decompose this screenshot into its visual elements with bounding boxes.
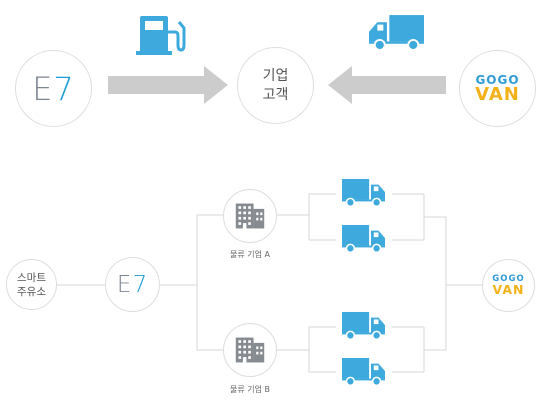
truck-icon [342, 311, 385, 341]
truck-icon [342, 224, 385, 254]
e7-logo: E7 [32, 69, 75, 108]
arrow-right-icon [108, 66, 228, 104]
e7-logo: E7 [116, 271, 149, 298]
smart-station-node: 스마트 주유소 [6, 259, 57, 310]
logistics-company-b-node [223, 323, 277, 377]
gogovan-partner-node: GOGO VAN [459, 50, 536, 127]
gogovan-partner-node-bottom: GOGO VAN [482, 259, 535, 312]
gogovan-logo: GOGO VAN [492, 274, 525, 297]
station-label-line2: 주유소 [17, 285, 46, 298]
truck-icon [342, 357, 385, 387]
building-icon [234, 203, 266, 229]
arrow-left-icon [328, 66, 446, 104]
logistics-company-a-node [223, 189, 277, 243]
truck-icon [369, 14, 424, 51]
company-b-label: 물류 기업 B [229, 385, 270, 394]
e7-hub-node: E7 [105, 257, 160, 312]
station-label-line1: 스마트 [17, 271, 46, 284]
corporate-customer-node: 기업 고객 [237, 47, 314, 124]
customer-label-line2: 고객 [262, 86, 289, 103]
company-a-label: 물류 기업 A [230, 250, 270, 259]
fuel-pump-icon [136, 16, 186, 55]
e7-source-node: E7 [15, 50, 92, 127]
truck-icon [342, 178, 385, 208]
customer-label-line1: 기업 [262, 67, 289, 84]
connector-lines [55, 193, 482, 373]
building-icon [234, 337, 266, 363]
gogovan-logo: GOGO VAN [475, 72, 520, 105]
